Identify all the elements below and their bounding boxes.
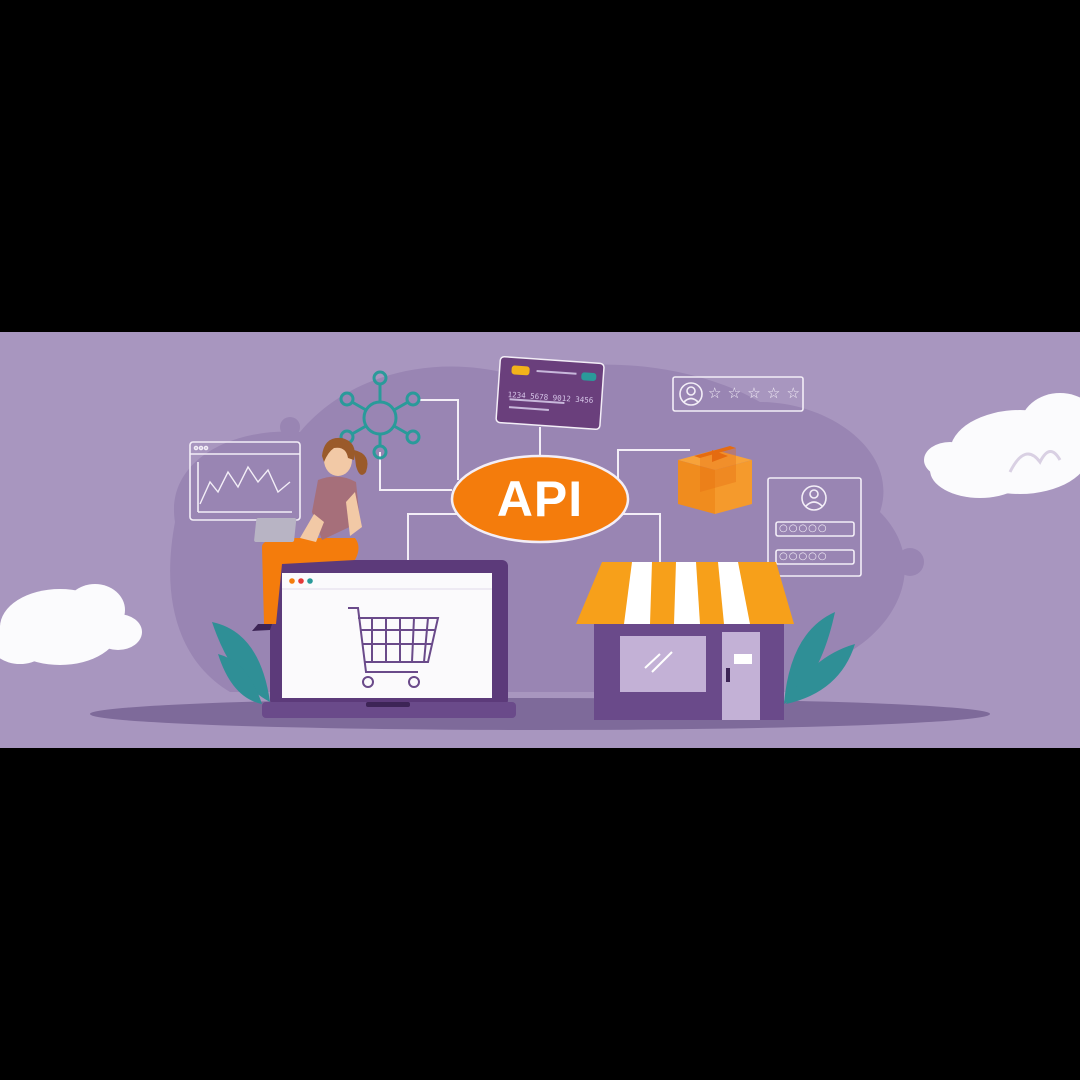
api-label: API [496, 471, 584, 527]
laptop-storefront [262, 560, 516, 718]
browser-dots [282, 578, 492, 590]
password-mask: ○○○○○ [779, 551, 828, 562]
api-ecommerce-illustration: API 1234 5678 9012 3456 ☆ ☆ ☆ ☆ ☆ ○○○○○ … [0, 332, 1080, 748]
star-icon: ☆ [786, 384, 800, 402]
illustration-canvas [0, 355, 1080, 730]
cloud-right [924, 393, 1080, 498]
star-icon: ☆ [747, 384, 761, 402]
woman-with-laptop [252, 437, 368, 631]
store-building [594, 624, 784, 720]
star-rating: ☆ ☆ ☆ ☆ ☆ [708, 380, 800, 406]
package-box-icon [678, 446, 752, 514]
login-widget [767, 477, 862, 577]
review-widget [672, 376, 804, 412]
connector-lines [379, 399, 690, 564]
cloud-left [0, 584, 142, 665]
store-awning [576, 562, 794, 624]
star-icon: ☆ [766, 384, 781, 402]
network-hub-icon [339, 370, 421, 460]
username-mask: ○○○○○ [779, 523, 828, 534]
payment-card [495, 355, 605, 431]
leaf-plant-left [212, 622, 270, 704]
ground-shadow [90, 698, 990, 730]
star-icon: ☆ [708, 384, 722, 402]
star-icon: ☆ [727, 384, 742, 402]
analytics-chart-window [189, 441, 301, 521]
api-hub-ellipse [450, 454, 630, 544]
shopping-cart-icon [348, 607, 440, 688]
leaf-plant-right [784, 612, 855, 704]
